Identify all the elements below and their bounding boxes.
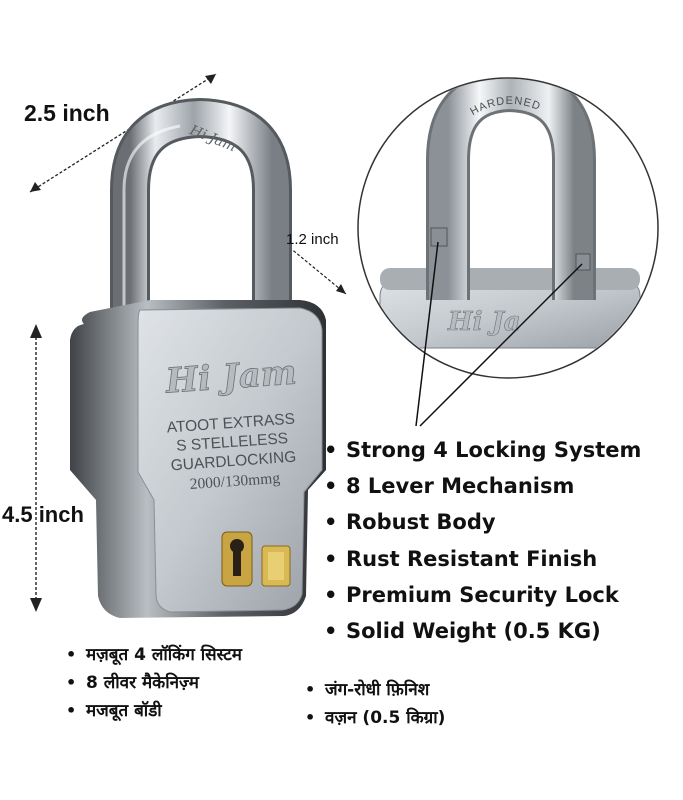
hindi-feature-item: वज़न (0.5 किग्रा) [305,704,445,732]
engraving-line-4: 2000/130mmg [189,470,281,493]
hindi-feature-item: मजबूत बॉडी [66,697,242,725]
height-label: 4.5 inch [2,502,84,527]
feature-list: Strong 4 Locking System 8 Lever Mechanis… [324,432,641,649]
feature-item: Premium Security Lock [324,577,641,613]
feature-item: Strong 4 Locking System [324,432,641,468]
zoom-detail-circle: Hi Ja HARDENED [357,77,659,379]
shackle-width-label: 1.2 inch [286,231,339,248]
hindi-feature-item: 8 लीवर मैकेनिज़्म [66,669,242,697]
feature-item: Solid Weight (0.5 KG) [324,613,641,649]
brass-plate-icon [261,545,291,587]
feature-item: Rust Resistant Finish [324,541,641,577]
keyhole-icon [221,531,253,587]
hindi-feature-item: मज़बूत 4 लॉकिंग सिस्टम [66,641,242,669]
svg-text:Hi Ja: Hi Ja [447,307,521,337]
padlock-body [70,300,326,618]
width-dimension-arrow [29,73,217,193]
feature-item: 8 Lever Mechanism [324,468,641,504]
padlock-shackle [110,97,292,330]
hindi-feature-list-left: मज़बूत 4 लॉकिंग सिस्टम 8 लीवर मैकेनिज़्म… [66,641,242,725]
body-brand-logo: Hi Jam [164,353,298,402]
callout-lines [415,241,583,427]
hindi-feature-item: जंग-रोधी फ़िनिश [305,676,445,704]
feature-item: Robust Body [324,504,641,540]
hindi-feature-list-right: जंग-रोधी फ़िनिश वज़न (0.5 किग्रा) [305,676,445,732]
width-label: 2.5 inch [24,100,110,126]
